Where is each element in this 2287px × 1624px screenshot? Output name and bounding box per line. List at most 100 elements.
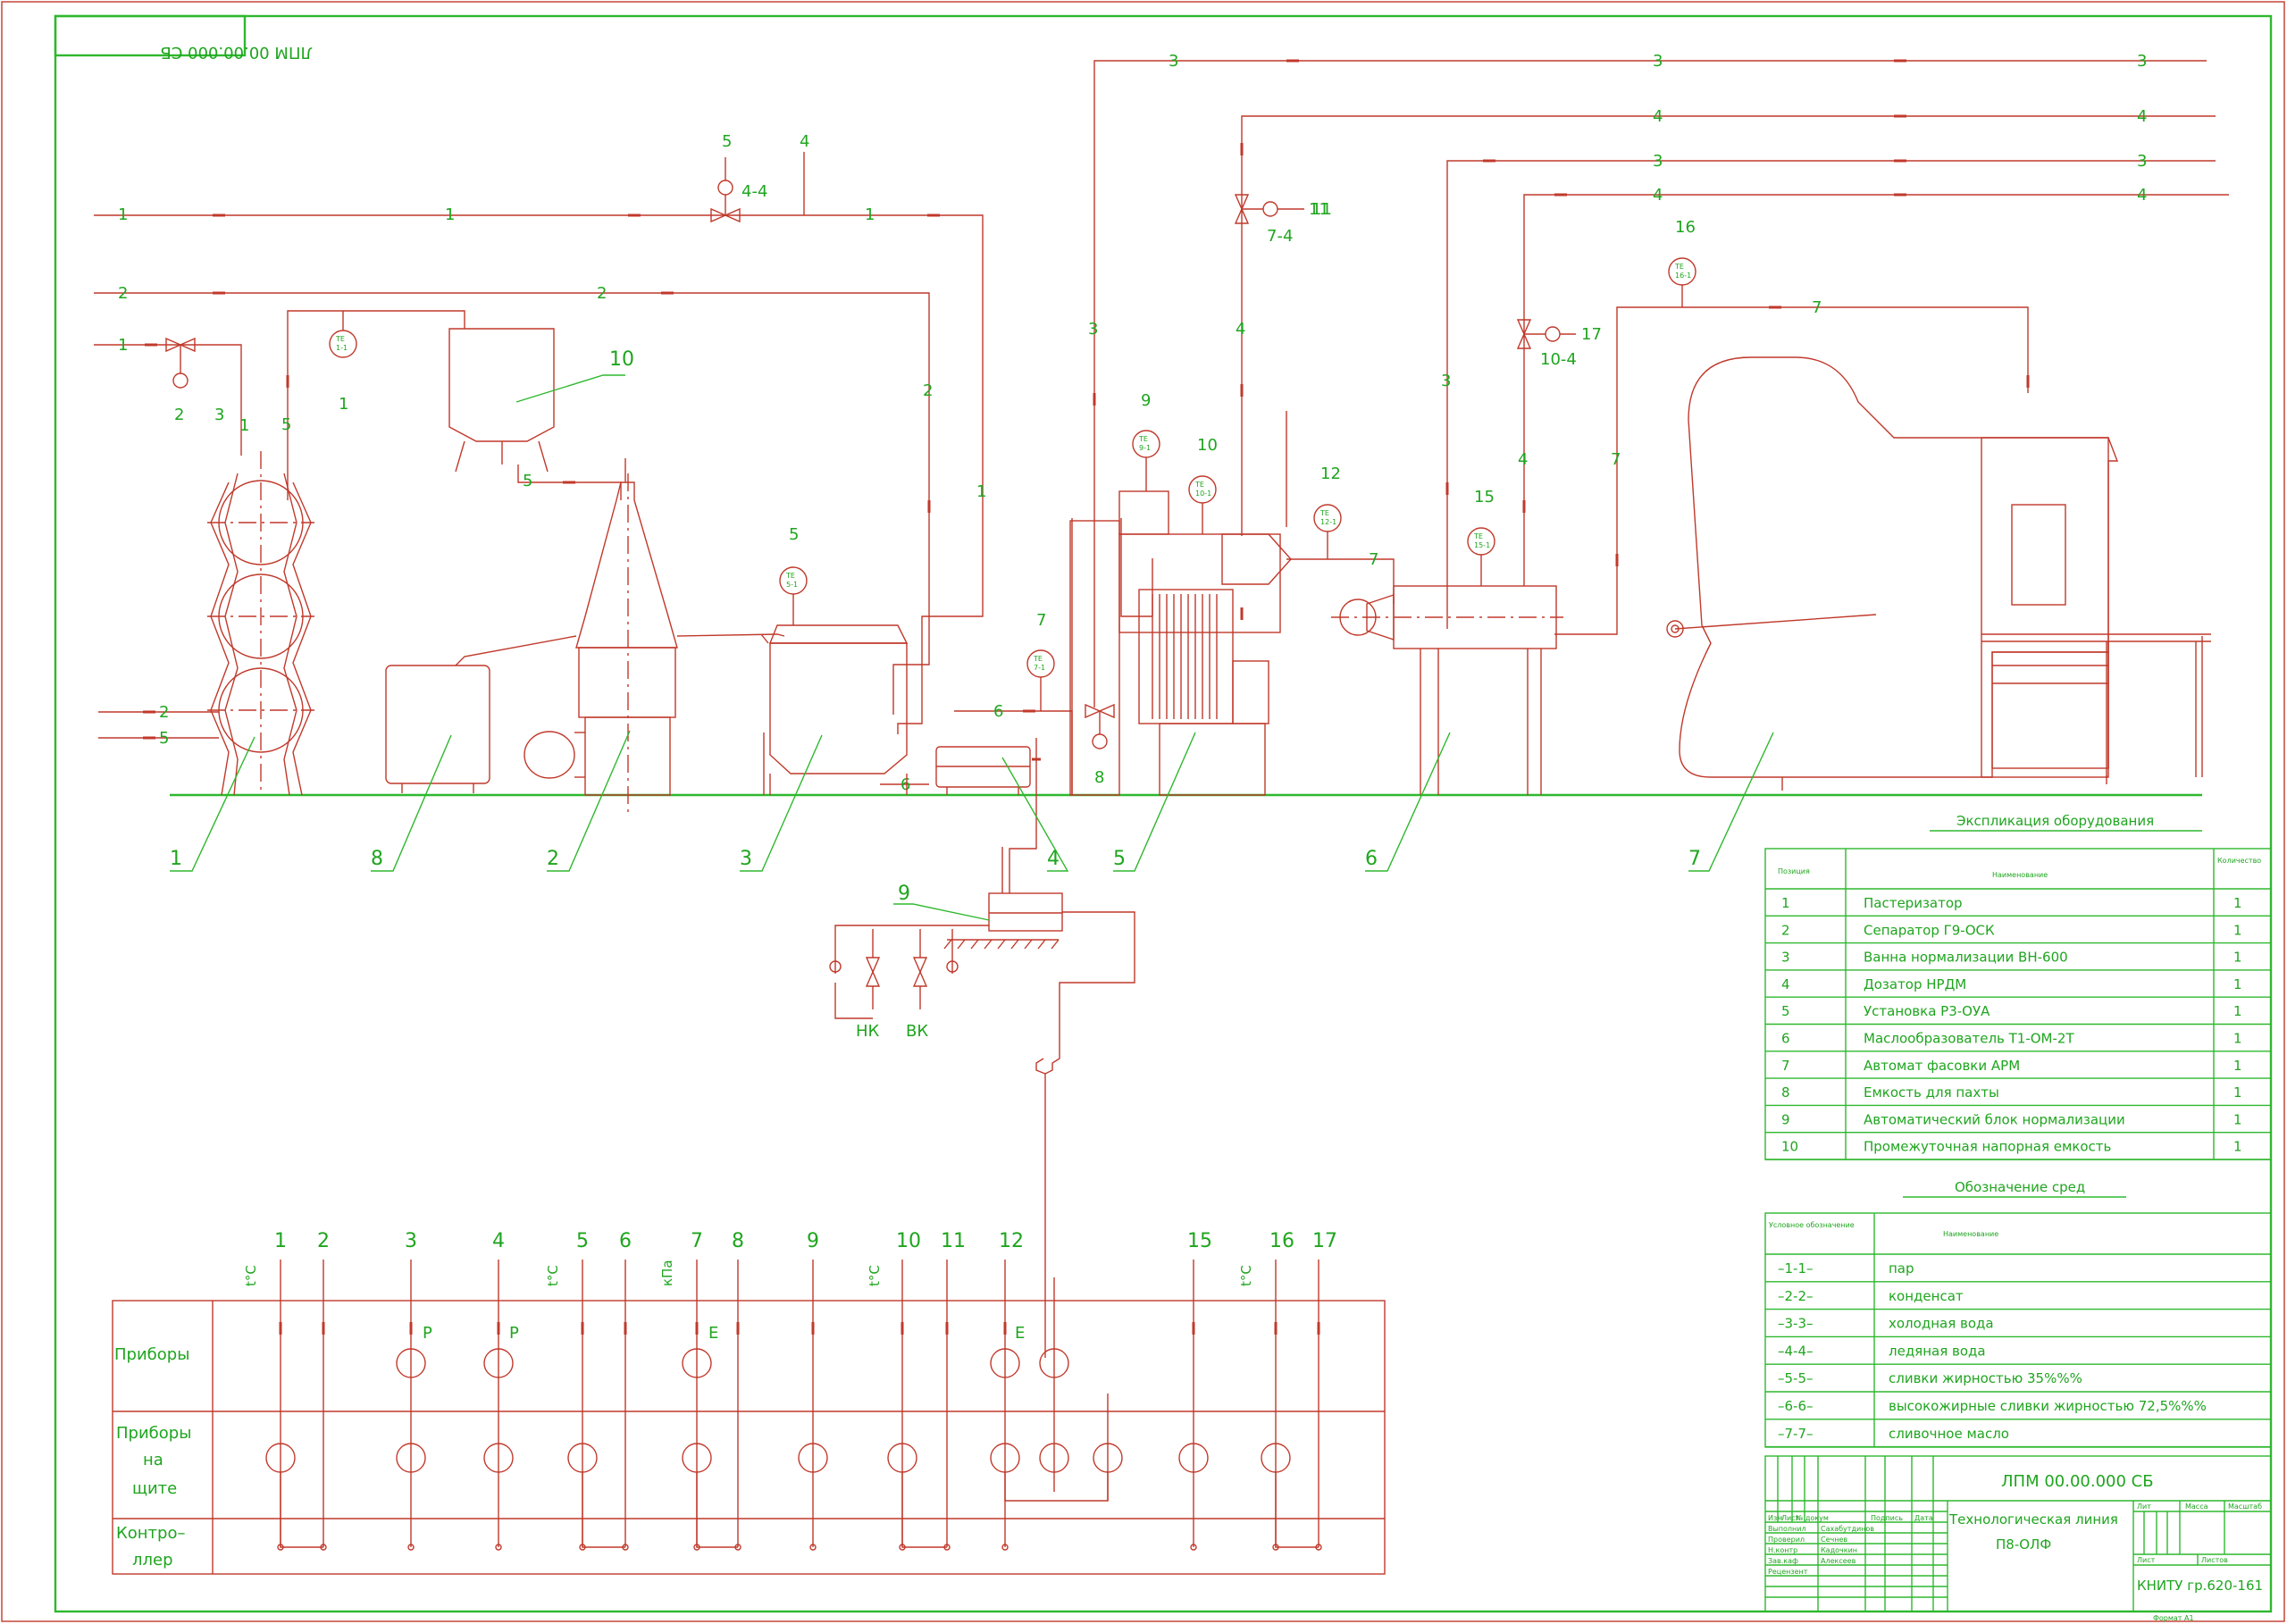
svg-text:4: 4 xyxy=(2137,107,2147,126)
instrument-column-label: 10 xyxy=(896,1230,921,1252)
svg-text:4: 4 xyxy=(1236,320,1245,339)
instrument-column-label: 15 xyxy=(1187,1230,1212,1252)
explication-qty: 1 xyxy=(2233,1058,2242,1074)
instrument-column-label: 5 xyxy=(576,1230,589,1252)
svg-text:НК: НК xyxy=(856,1022,880,1041)
gauge-9: TE9-1 xyxy=(1132,430,1160,491)
svg-text:9-1: 9-1 xyxy=(1139,444,1151,452)
media-name: сливки жирностью 35%%% xyxy=(1889,1370,2082,1386)
svg-text:6: 6 xyxy=(901,775,910,794)
svg-text:TE: TE xyxy=(1319,509,1329,517)
svg-text:Листов: Листов xyxy=(2201,1556,2228,1564)
organization: КНИТУ гр.620-161 xyxy=(2137,1578,2263,1594)
explication-pos: 8 xyxy=(1781,1084,1790,1101)
svg-text:15-1: 15-1 xyxy=(1474,541,1490,549)
svg-text:8: 8 xyxy=(1094,768,1104,787)
sign-header: Подпись xyxy=(1871,1514,1903,1522)
svg-text:7: 7 xyxy=(1369,550,1378,569)
doser-4 xyxy=(935,746,1031,795)
sign-role: Проверил xyxy=(1768,1536,1805,1544)
svg-text:3: 3 xyxy=(740,848,752,870)
normalization-bath-3 xyxy=(760,624,909,795)
mirrored-stamp: ЛПМ 00.00.000 СБ xyxy=(54,14,313,62)
svg-text:ВК: ВК xyxy=(906,1022,928,1041)
explication-name: Ванна нормализации ВН-600 xyxy=(1864,950,2068,966)
svg-text:Количество: Количество xyxy=(2217,857,2261,865)
explication-qty: 1 xyxy=(2233,950,2242,966)
sign-header: № докум xyxy=(1796,1514,1829,1522)
svg-text:1: 1 xyxy=(445,205,455,224)
explication-qty: 1 xyxy=(2233,895,2242,911)
svg-text:4-4: 4-4 xyxy=(741,182,767,201)
media-name: ледяная вода xyxy=(1889,1343,1986,1359)
svg-text:10-4: 10-4 xyxy=(1540,350,1577,369)
board-instrument xyxy=(1039,1443,1069,1473)
svg-text:4: 4 xyxy=(2137,186,2147,205)
explication-name: Автомат фасовки АРМ xyxy=(1864,1058,2020,1074)
explication-title: Экспликация оборудования xyxy=(1956,813,2154,829)
field-instrument xyxy=(1039,1348,1069,1378)
svg-text:3: 3 xyxy=(2137,152,2147,171)
stamp-code: ЛПМ 00.00.000 СБ xyxy=(160,43,313,62)
field-instrument xyxy=(483,1348,514,1378)
sign-header: Изм xyxy=(1768,1514,1782,1522)
svg-text:11: 11 xyxy=(1309,200,1329,219)
svg-text:2: 2 xyxy=(159,703,169,722)
valve-8: 8 xyxy=(1085,703,1115,787)
svg-text:7-4: 7-4 xyxy=(1267,227,1293,246)
svg-text:4: 4 xyxy=(1518,450,1528,469)
svg-text:E: E xyxy=(708,1324,718,1343)
sign-header: Лист xyxy=(1781,1514,1800,1522)
explication-name: Сепаратор Г9-ОСК xyxy=(1864,922,1995,938)
media-code: –3-3– xyxy=(1778,1316,1814,1332)
svg-text:Наименование: Наименование xyxy=(1992,871,2048,879)
explication-pos: 9 xyxy=(1781,1111,1790,1127)
instrument-column-label: 1 xyxy=(274,1230,287,1252)
svg-text:2: 2 xyxy=(118,284,128,303)
explication-pos: 1 xyxy=(1781,895,1790,911)
svg-text:TE: TE xyxy=(1033,655,1043,663)
explication-pos: 7 xyxy=(1781,1058,1790,1074)
svg-text:16: 16 xyxy=(1675,218,1696,237)
media-code: –4-4– xyxy=(1778,1343,1814,1359)
explication-qty: 1 xyxy=(2233,922,2242,938)
valve-7-4: 11 7-4 xyxy=(1234,194,1332,246)
svg-text:15: 15 xyxy=(1474,488,1495,506)
media-code: –2-2– xyxy=(1778,1288,1814,1304)
media-code: –5-5– xyxy=(1778,1370,1814,1386)
explication-qty: 1 xyxy=(2233,1084,2242,1101)
svg-text:П8-ОЛФ: П8-ОЛФ xyxy=(1996,1536,2051,1553)
svg-text:4: 4 xyxy=(1653,107,1663,126)
point-labels: 1 5 7 9 10 12 15 16 11 xyxy=(339,200,1696,630)
media-code: –6-6– xyxy=(1778,1398,1814,1414)
svg-text:1: 1 xyxy=(339,395,348,414)
explication-name: Установка Р3-ОУА xyxy=(1864,1003,1990,1019)
svg-text:11: 11 xyxy=(1311,200,1332,219)
svg-text:8: 8 xyxy=(371,848,383,870)
svg-text:3: 3 xyxy=(1169,52,1178,71)
valve-vk: ВК xyxy=(906,929,928,1041)
column-mark: t°C xyxy=(545,1265,561,1286)
svg-text:7: 7 xyxy=(1036,611,1046,630)
svg-text:9: 9 xyxy=(898,883,910,905)
explication-qty: 1 xyxy=(2233,1139,2242,1155)
svg-text:P: P xyxy=(423,1324,432,1343)
svg-text:1-1: 1-1 xyxy=(336,344,348,352)
svg-text:Лист: Лист xyxy=(2137,1556,2156,1564)
explication-table: Экспликация оборудования Позиция Наимено… xyxy=(1764,813,2272,1160)
svg-text:5: 5 xyxy=(159,729,169,748)
equipment-callouts: 1 2 3 4 5 6 7 8 9 10 xyxy=(170,348,1774,921)
instrument-column-label: 8 xyxy=(732,1230,744,1252)
media-name: конденсат xyxy=(1889,1288,1964,1304)
svg-text:7: 7 xyxy=(1812,298,1822,317)
svg-text:17: 17 xyxy=(1581,325,1602,344)
butter-former-6 xyxy=(1331,585,1563,795)
explication-pos: 6 xyxy=(1781,1031,1790,1047)
buttermilk-tank-8 xyxy=(385,665,490,793)
svg-text:Контро–: Контро– xyxy=(116,1524,185,1543)
explication-qty: 1 xyxy=(2233,976,2242,992)
svg-text:12: 12 xyxy=(1320,465,1341,483)
